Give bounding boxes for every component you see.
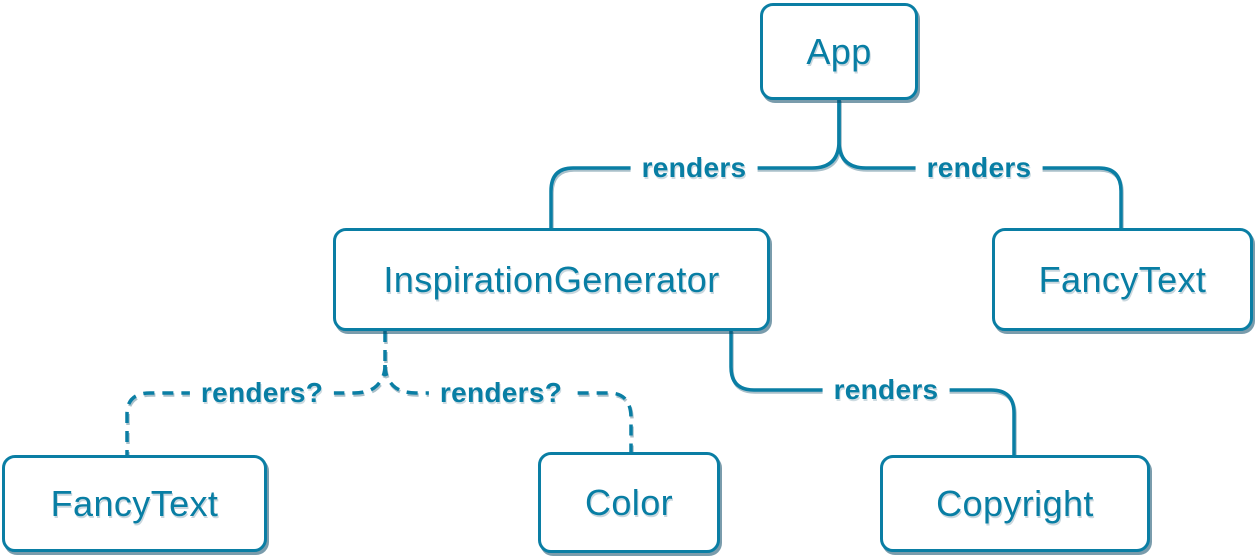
edge-inspirationgenerator-color-line: [383, 364, 633, 453]
edge-label-app-fancytext: renders: [915, 152, 1043, 184]
node-app-label: App: [806, 30, 872, 72]
node-color: Color: [538, 452, 720, 553]
edge-label-inspirationgenerator-fancytext: renders?: [189, 377, 335, 409]
node-color-label: Color: [584, 481, 674, 523]
edge-label-inspirationgenerator-color: renders?: [428, 377, 574, 409]
node-fancy-text-bottom-label: FancyText: [50, 482, 219, 524]
edge-inspirationgenerator-fancytext-line: [125, 364, 387, 456]
node-copyright-label: Copyright: [936, 482, 1094, 524]
node-fancy-text-bottom: FancyText: [2, 455, 267, 552]
node-app: App: [760, 3, 918, 100]
node-copyright: Copyright: [880, 455, 1150, 552]
edge-label-app-inspirationgenerator: renders: [630, 152, 758, 184]
node-fancy-text-top: FancyText: [992, 228, 1253, 331]
node-inspiration-generator: InspirationGenerator: [333, 228, 770, 331]
node-fancy-text-top-label: FancyText: [1038, 258, 1207, 300]
node-inspiration-generator-label: InspirationGenerator: [383, 258, 720, 300]
edge-label-inspirationgenerator-copyright: renders: [822, 374, 950, 406]
